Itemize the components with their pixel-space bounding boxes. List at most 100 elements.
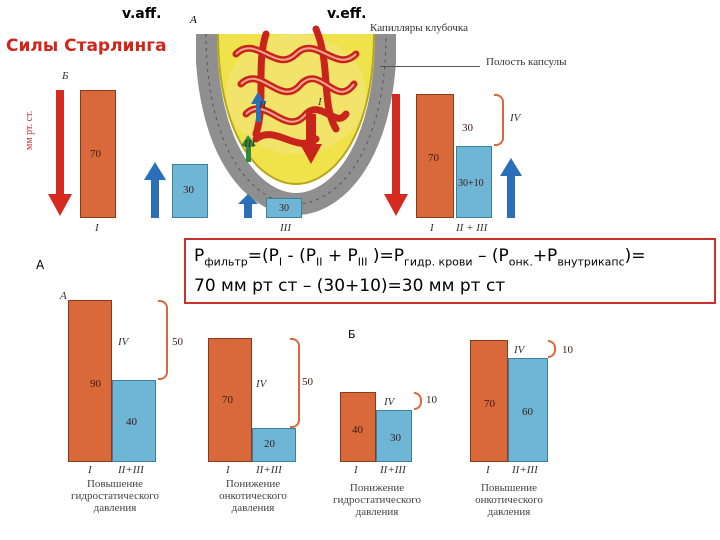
chart1-brace <box>158 300 168 380</box>
chart1-brace-value: 50 <box>172 336 183 348</box>
chart4-orange-bar <box>470 340 508 462</box>
right-bar-sum <box>456 146 492 218</box>
figure-letter-a-top: A <box>190 14 197 26</box>
left-bar-i-value: 70 <box>90 148 101 160</box>
chart3-rom-23: II+III <box>380 464 406 476</box>
glomerulus-label-iii: III <box>244 138 255 150</box>
formula-minus: - (P <box>282 246 316 266</box>
chart2-blue-value: 20 <box>264 438 275 450</box>
right-bar-sum-value: 30+10 <box>458 178 484 189</box>
chart4-orange-value: 70 <box>484 398 495 410</box>
right-bar-i-value: 70 <box>428 152 439 164</box>
page-title: Силы Старлинга <box>6 36 167 56</box>
right-diff-value: 30 <box>462 122 473 134</box>
chart1-orange-value: 90 <box>90 378 101 390</box>
right-rom-23: II + III <box>456 222 488 234</box>
formula-plus2: +P <box>532 246 558 266</box>
glomerulus-label-i: I <box>318 96 322 108</box>
up-arrow-blue-left-2 <box>238 194 258 218</box>
chart4-blue-bar <box>508 358 548 462</box>
formula-sub-filt: фильтр <box>204 255 248 269</box>
formula-sub-ii: II <box>315 255 323 269</box>
chart2-caption-l2: онкотического <box>219 490 287 502</box>
chart1-rom-23: II+III <box>118 464 144 476</box>
capsule-label: Полость капсулы <box>486 56 567 68</box>
chart2-brace <box>290 338 300 428</box>
chart3-rom-i: I <box>354 464 358 476</box>
chart1-caption-l2: гидростатического <box>71 490 159 502</box>
chart3-orange-bar <box>340 392 376 462</box>
chart1-caption-l3: давления <box>93 502 137 514</box>
glomerulus-illustration <box>196 25 396 216</box>
formula-line-2: 70 мм рт ст – (30+10)=30 мм рт ст <box>194 276 506 296</box>
formula-sub-gidr: гидр. крови <box>404 255 473 269</box>
chart1-iv: IV <box>118 336 129 348</box>
left-bar-ii-value: 30 <box>183 184 194 196</box>
chart1-orange-bar <box>68 300 112 462</box>
formula-p: P <box>194 246 205 266</box>
left-bar-iii-value: 30 <box>279 203 289 214</box>
formula-end: )= <box>624 246 646 266</box>
chart3-iv: IV <box>384 396 395 408</box>
chart2-caption: Понижение онкотического давления <box>198 478 308 514</box>
right-bar-i <box>416 94 454 218</box>
formula-eq: =(P <box>247 246 279 266</box>
chart2-rom-23: II+III <box>256 464 282 476</box>
left-bar-ii <box>172 164 208 218</box>
chart3-caption-l3: давления <box>355 506 399 518</box>
formula-sub-i: I <box>278 255 283 269</box>
veff-label: v.eff. <box>327 6 367 22</box>
right-rom-i: I <box>430 222 434 234</box>
axis-label: мм рт. ст. <box>24 110 35 150</box>
chart4-brace-value: 10 <box>562 344 573 356</box>
glomerulus-label-ii: II <box>259 99 267 111</box>
chart2-caption-l1: Понижение <box>225 478 281 490</box>
down-arrow-red-right <box>384 94 408 216</box>
chart2-orange-bar <box>208 338 252 462</box>
vaff-label: v.aff. <box>122 6 162 22</box>
up-arrow-blue-right <box>500 158 522 218</box>
formula-plus: + P <box>322 246 358 266</box>
chart3-blue-bar <box>376 410 412 462</box>
left-bar-i <box>80 90 116 218</box>
down-arrow-red-left <box>48 90 72 216</box>
formula-sub-iii: III <box>357 255 368 269</box>
formula-dash: – (P <box>472 246 509 266</box>
chart1-caption: Повышение гидростатического давления <box>60 478 170 514</box>
chart1-blue-bar <box>112 380 156 462</box>
up-arrow-blue-left <box>144 162 166 218</box>
chart4-iv: IV <box>514 344 525 356</box>
chart3-orange-value: 40 <box>352 424 363 436</box>
section-a-label: А <box>36 258 45 272</box>
formula-box: Pфильтр=(PI - (PII + PIII )=Pгидр. крови… <box>184 238 716 304</box>
formula-close: )=P <box>367 246 405 266</box>
chart4-caption-l1: Повышение <box>480 482 538 494</box>
chart2-orange-value: 70 <box>222 394 233 406</box>
chart4-rom-i: I <box>486 464 490 476</box>
chart3-caption: Понижение гидростатического давления <box>322 482 432 518</box>
left-panel-letter: Б <box>62 70 69 82</box>
chart3-blue-value: 30 <box>390 432 401 444</box>
chart2-brace-value: 50 <box>302 376 313 388</box>
right-brace <box>494 94 504 146</box>
chart4-blue-value: 60 <box>522 406 533 418</box>
chart4-rom-23: II+III <box>512 464 538 476</box>
formula-sub-onk: онк. <box>508 255 533 269</box>
formula-line-1: Pфильтр=(PI - (PII + PIII )=Pгидр. крови… <box>194 246 646 268</box>
chart1-blue-value: 40 <box>126 416 137 428</box>
chart2-iv: IV <box>256 378 267 390</box>
capsule-leader-line <box>380 66 480 67</box>
chart4-caption: Повышение онкотического давления <box>454 482 564 518</box>
chart3-brace <box>414 392 422 410</box>
formula-sub-vnutr: внутрикапс <box>557 255 625 269</box>
chart1-caption-l1: Повышение <box>86 478 144 490</box>
chart2-blue-bar <box>252 428 296 462</box>
chart4-brace <box>548 340 556 358</box>
chart1-rom-i: I <box>88 464 92 476</box>
chart2-caption-l3: давления <box>231 502 275 514</box>
bottom-letter-b: Б <box>348 328 356 341</box>
right-brace-label: IV <box>510 112 521 124</box>
chart3-caption-l1: Понижение <box>349 482 405 494</box>
left-bar-iii <box>266 198 302 218</box>
capillaries-label: Капилляры клубочка <box>370 22 468 34</box>
